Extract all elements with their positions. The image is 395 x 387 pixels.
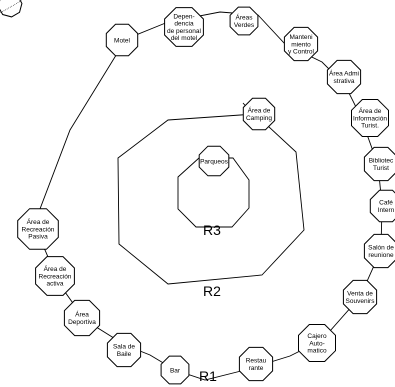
node-octagon: [164, 7, 204, 47]
node-label-line: Motel: [114, 37, 130, 44]
node-label-line: Souvenirs: [346, 298, 376, 305]
node-label-line: Información: [353, 115, 387, 122]
node-octagon: [160, 355, 190, 385]
node-label-line: reunione: [368, 252, 394, 259]
node-label-line: Venta de: [347, 291, 373, 298]
node-label-line: strativa: [334, 78, 355, 85]
node-label-line: dencia: [174, 21, 194, 28]
node-octagon: [106, 332, 142, 368]
node-label-line: Baile: [117, 351, 132, 358]
node-label-line: Café: [379, 200, 393, 207]
node-octagon: [229, 6, 259, 36]
node-octagon: [369, 189, 395, 223]
node-octagon: [242, 97, 276, 131]
node-label-line: Manteni: [289, 34, 312, 41]
node-octagon: [283, 26, 319, 62]
node-octagon: [363, 146, 395, 182]
node-label-line: Pasiva: [28, 234, 48, 241]
node-label-line: Área Admi: [329, 69, 359, 78]
ring-r3-octagon: [177, 157, 250, 228]
node-octagon: [63, 299, 101, 337]
node-label-line: Verdes: [234, 22, 255, 29]
node-octagon: [35, 256, 75, 296]
ring-r2-octagon: [117, 113, 305, 285]
node-octagon: [342, 279, 378, 315]
node-label-line: Intern: [378, 207, 395, 214]
node-label-line: Área de: [359, 106, 382, 115]
node-label-line: Restau: [246, 358, 267, 365]
node-label-line: activa: [47, 281, 64, 288]
node-label-line: miento: [291, 41, 311, 48]
node-label-line: Área de: [248, 106, 271, 115]
node-octagon: [363, 233, 395, 269]
node-octagon: [17, 208, 59, 250]
node-dot-corner: ..............: [0, 0, 23, 18]
node-label-line: Área: [75, 310, 89, 319]
node-bar: Bar: [160, 355, 190, 385]
node-octagon: [105, 23, 139, 57]
node-octagon: [298, 324, 336, 362]
node-parqueos: Parqueos: [198, 145, 230, 177]
node-octagon: [0, 0, 23, 18]
node-label-line: Deportiva: [68, 319, 96, 326]
node-label-line: de personal: [167, 28, 202, 35]
node-motel: Motel: [105, 23, 139, 57]
node-label-line: Recreación: [39, 273, 72, 280]
ring-label-r3: R3: [203, 222, 221, 238]
node-label-line: Turist: [373, 165, 389, 172]
node-label-line: Camping: [246, 115, 272, 122]
node-label-line: Parqueos: [200, 158, 229, 165]
node-octagon: [351, 99, 389, 137]
node-label-line: Recreación: [22, 226, 55, 233]
node-label-line: Cajero: [307, 333, 327, 340]
node-label-line: Salón de: [368, 245, 394, 252]
node-label-line: matico: [307, 348, 327, 355]
node-label-line: rante: [249, 365, 264, 372]
node-label-line: Áreas: [236, 13, 254, 22]
node-octagon: [326, 59, 362, 95]
node-label-line: del motel: [171, 35, 198, 42]
node-label-line: Área de: [27, 217, 50, 226]
node-octagon: [238, 346, 274, 382]
node-label-line: Sala de: [113, 344, 135, 351]
node-label-line: Área de: [44, 264, 67, 273]
node-label-line: Auto-: [309, 340, 325, 347]
node-label-line: y Control: [288, 49, 315, 56]
node-label-line: Turist.: [361, 123, 379, 130]
node-label-line: Bibliotec: [369, 158, 394, 165]
ring-label-r1: R1: [199, 368, 217, 384]
node-octagon: [198, 145, 230, 177]
ring-label-r2: R2: [203, 283, 221, 299]
node-label-line: Depen-: [173, 14, 194, 21]
node-label-line: Bar: [170, 367, 181, 374]
